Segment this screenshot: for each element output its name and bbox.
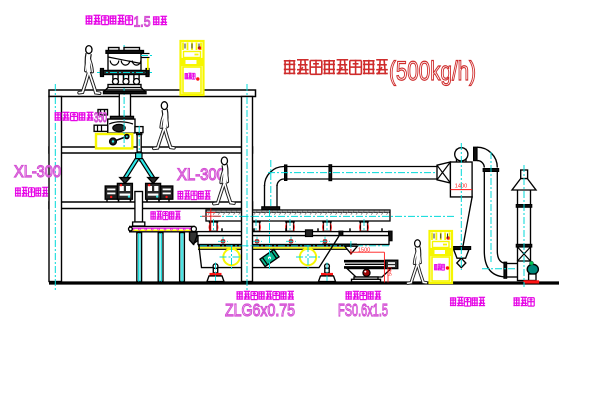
svg-text:540: 540 (388, 267, 394, 276)
svg-text:ZLG6x0.75: ZLG6x0.75 (225, 300, 295, 320)
svg-text:XL-300: XL-300 (14, 162, 61, 181)
svg-text:350: 350 (94, 110, 107, 125)
svg-text:(500kg/h): (500kg/h) (389, 56, 476, 86)
svg-text:1500: 1500 (358, 248, 370, 254)
svg-text:FS0.6x1.5: FS0.6x1.5 (338, 300, 388, 320)
svg-text:1.5: 1.5 (134, 14, 151, 31)
svg-text:XL-300: XL-300 (177, 165, 225, 184)
